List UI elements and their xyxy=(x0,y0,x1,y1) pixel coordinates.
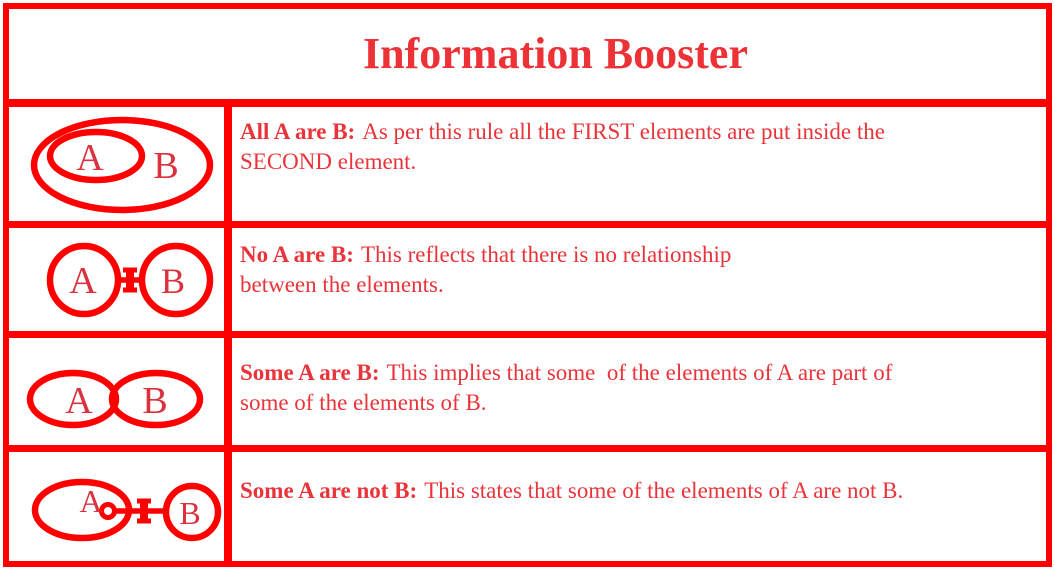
rule-line-2: between the elements. xyxy=(240,272,444,297)
letter-b: B xyxy=(153,145,178,187)
venn-diagram-a-inside-b: A B xyxy=(9,107,232,221)
ellipse-a xyxy=(46,128,146,184)
exclusion-dot xyxy=(99,502,117,520)
ellipse-a xyxy=(26,369,120,429)
rule-text-all-a-are-b: All A are B:As per this rule all the FIR… xyxy=(232,107,1046,221)
rule-label: Some A are B: xyxy=(240,360,380,385)
letter-b: B xyxy=(161,261,185,301)
rule-description: This reflects that there is no relations… xyxy=(360,242,732,267)
rule-line-1: Some A are not B:This states that some o… xyxy=(240,476,1040,506)
venn-diagram-disjoint: A B xyxy=(9,228,232,331)
overlapping-ellipses-diagram-icon: A B xyxy=(26,369,204,429)
letter-a: A xyxy=(76,137,104,179)
ellipse-b xyxy=(30,116,214,214)
letter-b: B xyxy=(179,495,200,531)
rule-description: This states that some of the elements of… xyxy=(424,478,904,503)
rule-label: No A are B: xyxy=(240,242,354,267)
rule-description: This implies that some of the elements o… xyxy=(386,360,893,385)
rule-label: Some A are not B: xyxy=(240,478,418,503)
ellipse-b xyxy=(108,369,204,429)
rule-row-all-a-are-b: A B All A are B:As per this rule all the… xyxy=(9,107,1046,228)
rule-line-2: SECOND element. xyxy=(240,149,417,174)
rule-line-2: some of the elements of B. xyxy=(240,390,487,415)
rule-row-no-a-are-b: A B No A are B:This reflects that there … xyxy=(9,228,1046,338)
title-row: Information Booster xyxy=(9,9,1046,107)
rule-text-some-a-are-b: Some A are B:This implies that some of t… xyxy=(232,338,1046,445)
letter-b: B xyxy=(142,380,167,422)
venn-diagram-a-not-b: A B xyxy=(9,452,232,561)
rule-text-no-a-are-b: No A are B:This reflects that there is n… xyxy=(232,228,1046,331)
rule-row-some-a-are-b: A B Some A are B:This implies that some … xyxy=(9,338,1046,452)
page-title: Information Booster xyxy=(363,29,748,78)
rule-row-some-a-are-not-b: A B Some A are not B:This states that so… xyxy=(9,452,1046,561)
letter-a: A xyxy=(79,483,102,519)
rule-label: All A are B: xyxy=(240,119,356,144)
disjoint-circles-diagram-icon: A B xyxy=(46,242,214,318)
venn-diagram-overlap: A B xyxy=(9,338,232,445)
a-excluded-diagram-icon: A B xyxy=(31,478,222,542)
information-booster-table: Information Booster A B All A are B:As p… xyxy=(3,3,1052,567)
rule-description: As per this rule all the FIRST elements … xyxy=(362,119,885,144)
a-inside-b-diagram-icon: A B xyxy=(30,116,214,214)
rule-line-1: All A are B:As per this rule all the FIR… xyxy=(240,117,1040,147)
letter-a: A xyxy=(69,260,97,302)
rule-line-1: Some A are B:This implies that some of t… xyxy=(240,358,1040,388)
circle-b xyxy=(162,482,222,542)
letter-a: A xyxy=(65,380,93,422)
rule-line-1: No A are B:This reflects that there is n… xyxy=(240,240,1040,270)
rule-text-some-a-are-not-b: Some A are not B:This states that some o… xyxy=(232,452,1046,561)
